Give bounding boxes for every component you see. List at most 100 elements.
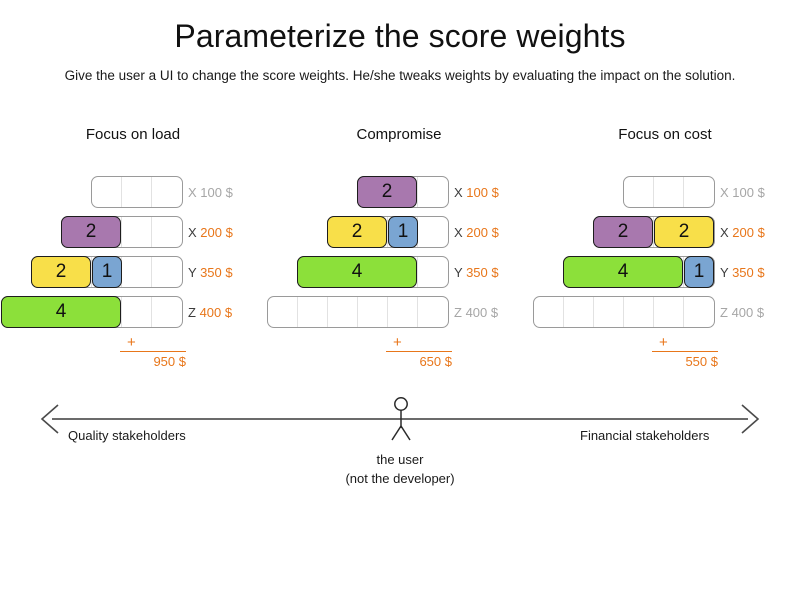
score-row: Z 400 $ <box>266 292 532 332</box>
weight-block[interactable]: 2 <box>61 216 121 248</box>
weight-block[interactable]: 4 <box>297 256 417 288</box>
row-key: Z <box>188 304 196 320</box>
weight-bar-cell <box>418 297 448 327</box>
axis-line <box>52 418 748 420</box>
weight-bar-area <box>0 176 188 208</box>
weight-block[interactable]: 1 <box>92 256 122 288</box>
row-cost: 350 $ <box>466 264 499 280</box>
row-cost-label: X 100 $ <box>454 185 532 200</box>
weight-bar-cell <box>624 297 654 327</box>
total-area: +550 $ <box>532 334 798 369</box>
plus-sign: + <box>127 334 136 351</box>
row-cost: 100 $ <box>200 184 233 200</box>
page-subtitle: Give the user a UI to change the score w… <box>64 68 736 83</box>
weight-bar-cell <box>654 257 684 287</box>
weight-bar-cells <box>624 177 714 207</box>
row-cost: 350 $ <box>200 264 233 280</box>
scenario-title: Focus on load <box>85 126 181 143</box>
row-cost-label: Y 350 $ <box>454 265 532 280</box>
row-cost-label: X 100 $ <box>720 185 798 200</box>
weight-block[interactable]: 4 <box>1 296 121 328</box>
weight-bar[interactable]: 2 <box>61 216 183 248</box>
arrow-left-icon <box>40 404 60 434</box>
weight-block[interactable]: 2 <box>31 256 91 288</box>
weight-bar-cell <box>358 297 388 327</box>
weight-block[interactable]: 4 <box>563 256 683 288</box>
weight-bar[interactable]: 4 <box>297 256 449 288</box>
weight-bar[interactable] <box>623 176 715 208</box>
row-cost: 200 $ <box>732 224 765 240</box>
weight-bar-cell <box>684 297 714 327</box>
row-cost-label: Z 400 $ <box>454 305 532 320</box>
weight-bar-cells <box>534 297 714 327</box>
weight-block[interactable]: 2 <box>654 216 714 248</box>
weight-bar-cell <box>62 257 92 287</box>
weight-bar[interactable]: 4 <box>1 296 183 328</box>
weight-bar[interactable] <box>91 176 183 208</box>
scenario-title: Focus on cost <box>618 126 712 143</box>
axis-label-right: Financial stakeholders <box>580 428 710 443</box>
weight-bar-cell <box>564 297 594 327</box>
weight-bar-cell <box>624 217 654 247</box>
row-cost-label: X 100 $ <box>188 185 266 200</box>
row-cost: 100 $ <box>732 184 765 200</box>
weight-bar-area: 4 <box>0 296 188 328</box>
row-cost-label: Z 400 $ <box>720 305 798 320</box>
weight-bar-cell <box>418 257 448 287</box>
weight-bar-cell <box>152 217 182 247</box>
weight-bar[interactable] <box>267 296 449 328</box>
figure-caption-line1: the user <box>376 452 424 467</box>
total-value: 650 $ <box>419 354 452 369</box>
weight-blocks: 2 <box>61 216 121 248</box>
weight-bar-cell <box>268 297 298 327</box>
weight-bar-area: 4 <box>266 256 454 288</box>
weight-bar[interactable] <box>533 296 715 328</box>
row-key: Y <box>454 264 463 280</box>
figure-caption-line2: (not the developer) <box>345 471 455 486</box>
row-key: X <box>454 184 463 200</box>
weight-bar-cell <box>388 297 418 327</box>
weight-bar-cells <box>92 177 182 207</box>
row-cost: 350 $ <box>732 264 765 280</box>
weight-bar-cell <box>358 217 388 247</box>
weight-bar-cell <box>92 177 122 207</box>
sum-rule <box>652 351 718 352</box>
weight-block[interactable]: 1 <box>388 216 418 248</box>
row-key: X <box>454 224 463 240</box>
row-key: Y <box>188 264 197 280</box>
scenario-title: Compromise <box>356 126 442 143</box>
weight-bar[interactable]: 2 <box>357 176 449 208</box>
weight-bar-cells <box>268 297 448 327</box>
row-cost: 400 $ <box>465 304 499 320</box>
weight-block[interactable]: 1 <box>684 256 714 288</box>
weight-bar-area <box>532 296 720 328</box>
weight-bar-cell <box>418 177 448 207</box>
weight-block[interactable]: 2 <box>327 216 387 248</box>
plus-sign: + <box>659 334 668 351</box>
row-key: Z <box>720 304 728 320</box>
weight-block[interactable]: 2 <box>357 176 417 208</box>
weight-bar-area <box>532 176 720 208</box>
weight-block[interactable]: 2 <box>593 216 653 248</box>
weight-bar-cell <box>418 217 448 247</box>
weight-blocks: 4 <box>1 296 121 328</box>
score-row: X 100 $ <box>0 172 266 212</box>
weight-bar-cell <box>654 177 684 207</box>
weight-bar-area <box>266 296 454 328</box>
row-key: Y <box>720 264 729 280</box>
